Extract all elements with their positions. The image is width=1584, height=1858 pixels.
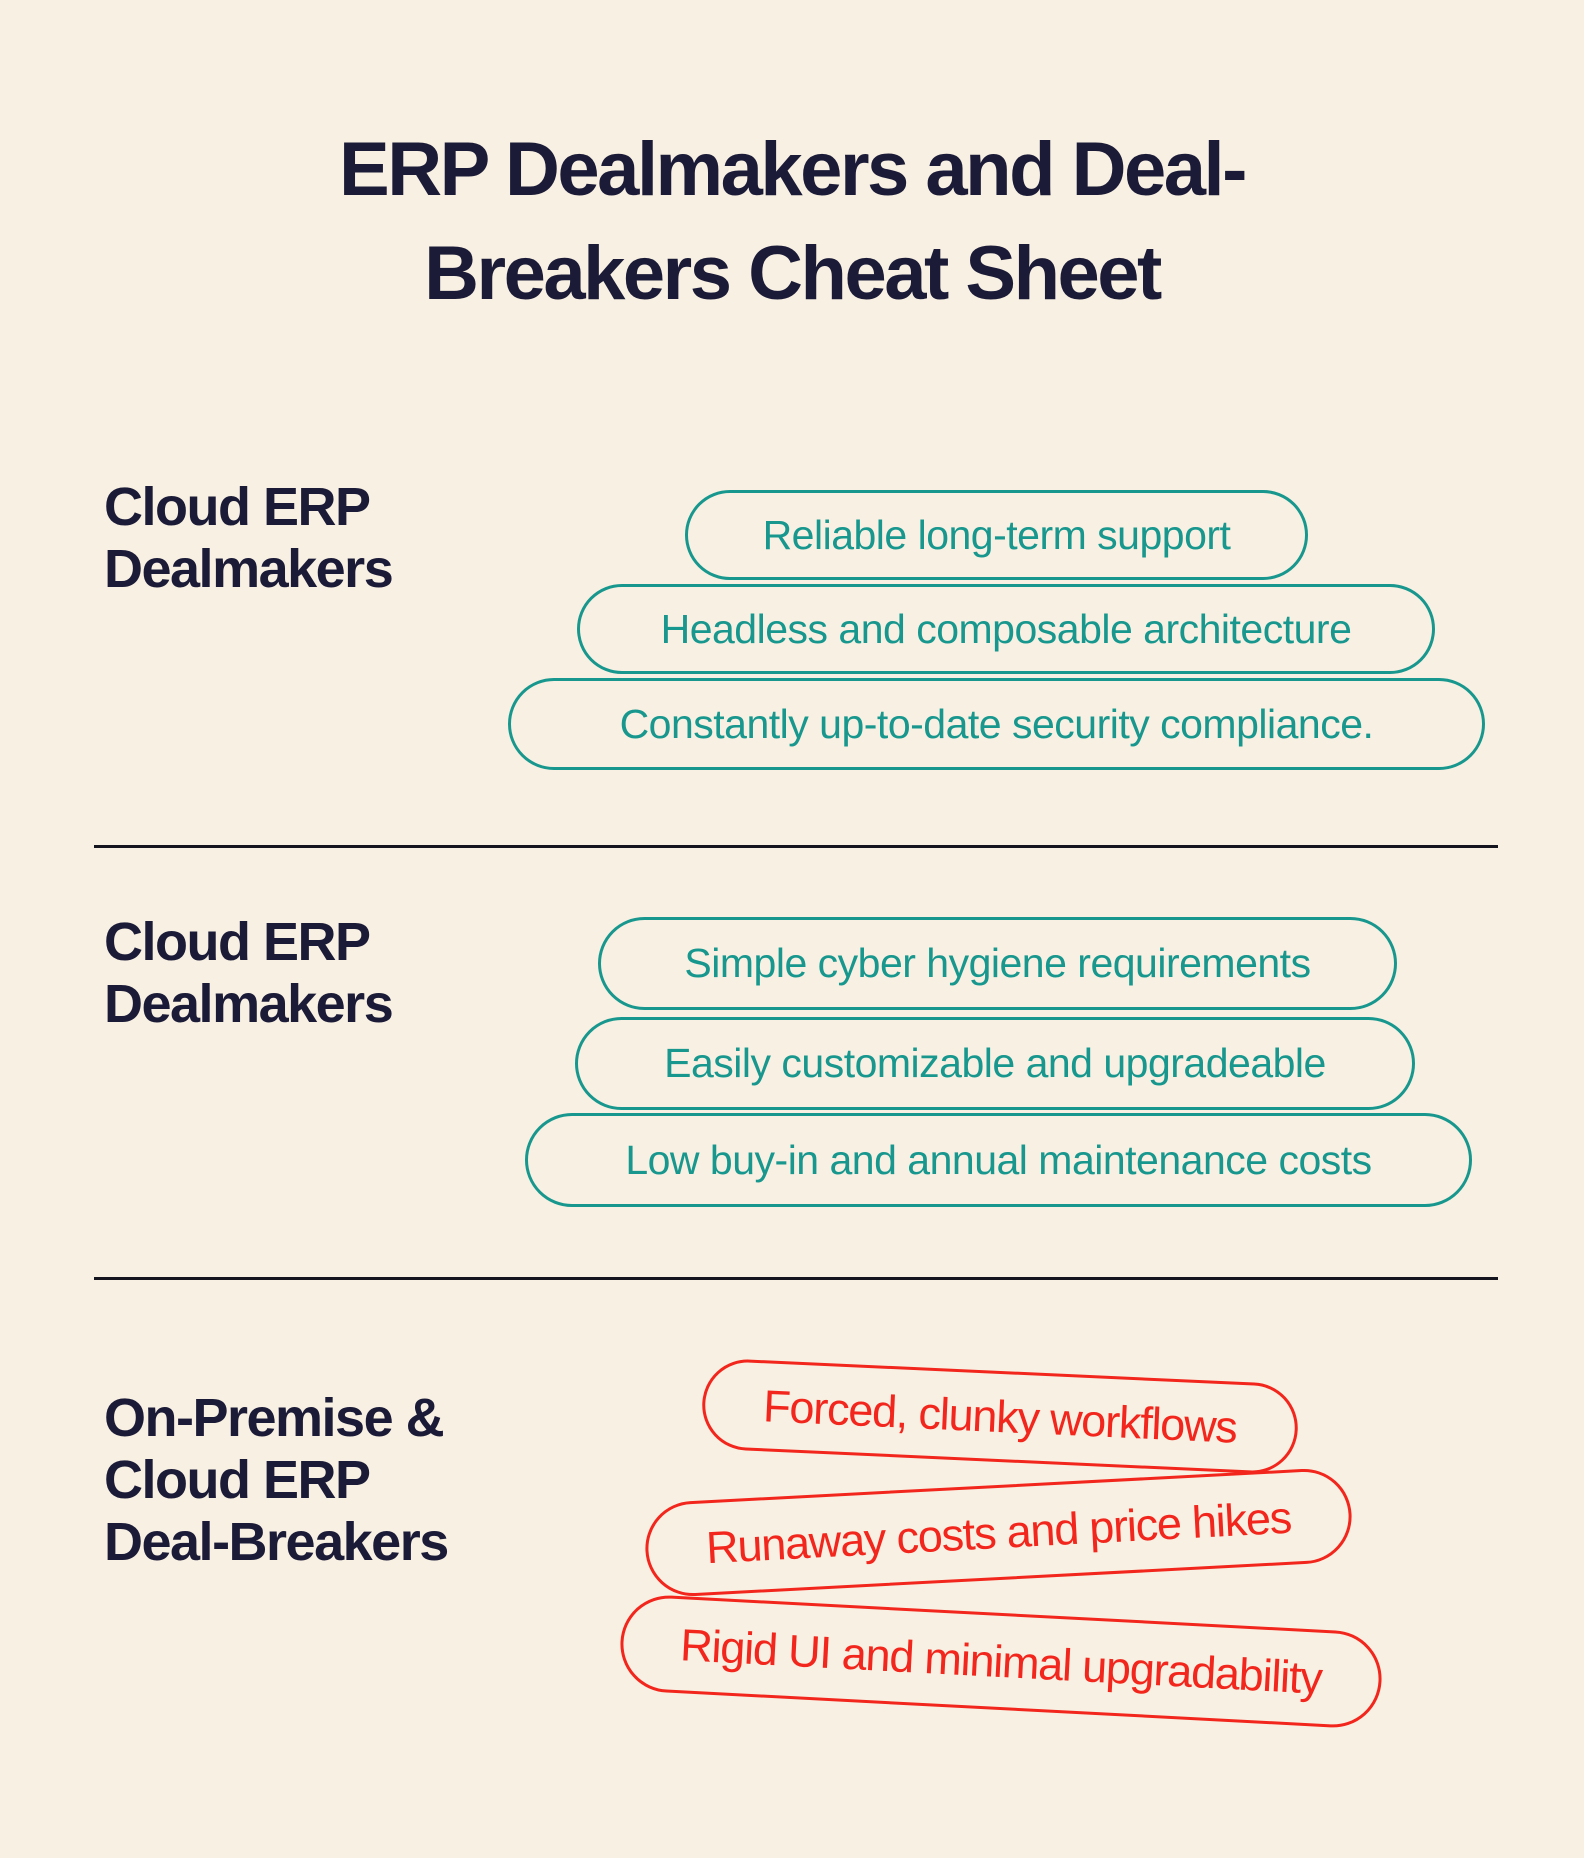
deal-breaker-pill: Rigid UI and minimal upgradability xyxy=(617,1593,1385,1730)
section-divider xyxy=(94,1277,1498,1280)
section-3-label-line-2: Cloud ERP xyxy=(104,1450,371,1510)
section-2-label: Cloud ERP Dealmakers xyxy=(104,911,394,1035)
dealmaker-pill: Low buy-in and annual maintenance costs xyxy=(525,1113,1472,1207)
dealmaker-pill: Reliable long-term support xyxy=(685,490,1308,580)
section-3-label: On-Premise & Cloud ERP Deal-Breakers xyxy=(104,1387,449,1573)
section-1-label: Cloud ERP Dealmakers xyxy=(104,476,394,600)
dealmaker-pill: Simple cyber hygiene requirements xyxy=(598,917,1397,1010)
section-2-label-line-2: Dealmakers xyxy=(104,974,394,1034)
dealmaker-pill: Headless and composable architecture xyxy=(577,584,1435,674)
deal-breaker-pill: Forced, clunky workflows xyxy=(700,1357,1300,1476)
deal-breaker-pill: Runaway costs and price hikes xyxy=(642,1466,1355,1599)
section-3-label-line-1: On-Premise & xyxy=(104,1388,445,1448)
section-1-label-line-2: Dealmakers xyxy=(104,539,394,599)
section-1-label-line-1: Cloud ERP xyxy=(104,477,371,537)
page-title-line-1: ERP Dealmakers and Deal- xyxy=(339,127,1247,212)
section-3-label-line-3: Deal-Breakers xyxy=(104,1512,449,1572)
page-title: ERP Dealmakers and Deal- Breakers Cheat … xyxy=(0,118,1584,326)
section-2-label-line-1: Cloud ERP xyxy=(104,912,371,972)
dealmaker-pill: Constantly up-to-date security complianc… xyxy=(508,678,1485,770)
section-divider xyxy=(94,845,1498,848)
dealmaker-pill: Easily customizable and upgradeable xyxy=(575,1017,1415,1110)
page-title-line-2: Breakers Cheat Sheet xyxy=(424,231,1162,316)
